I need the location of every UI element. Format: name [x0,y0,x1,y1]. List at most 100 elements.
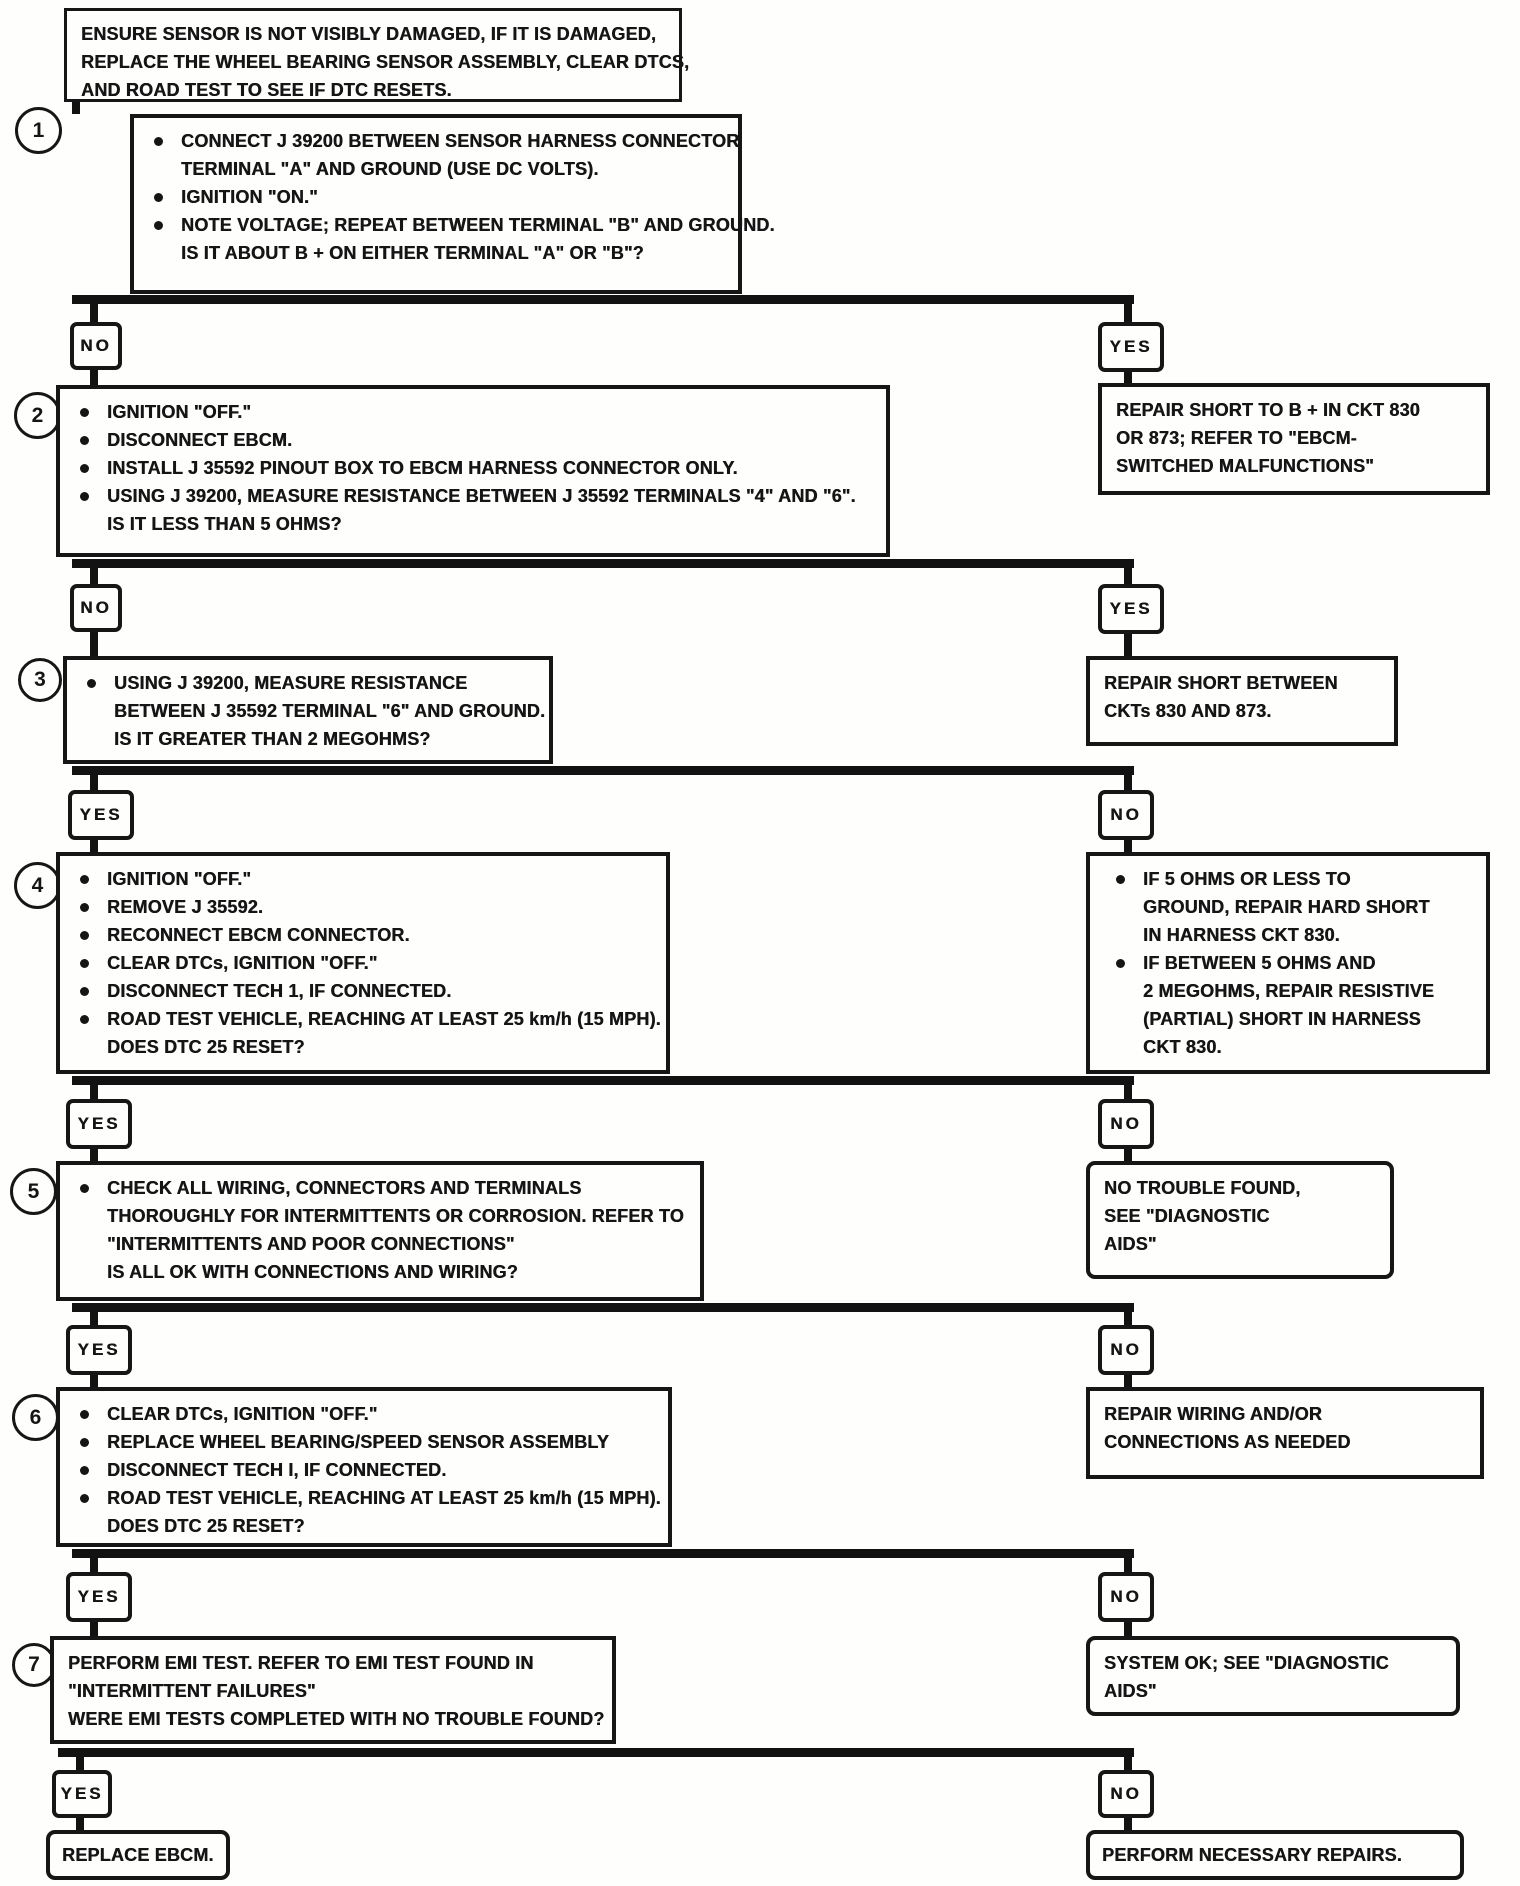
bullet-item: IGNITION "OFF." [60,398,878,426]
no-tag-6: NO [1098,1572,1154,1622]
bullet-icon [80,1438,89,1447]
bullet-icon [154,193,163,202]
branch-line-6 [72,1549,1134,1558]
text-line: IF 5 OHMS OR LESS TO [1143,869,1351,889]
text-line: (PARTIAL) SHORT IN HARNESS [1143,1009,1421,1029]
text-line: 2 MEGOHMS, REPAIR RESISTIVE [1143,981,1435,1001]
step-circle-3: 3 [18,658,62,702]
connector-line [90,1149,98,1161]
step-circle-4: 4 [14,862,61,909]
step-box-5: CHECK ALL WIRING, CONNECTORS AND TERMINA… [56,1161,704,1301]
text-line: REPAIR WIRING AND/OR [1104,1404,1322,1424]
text-line: PERFORM NECESSARY REPAIRS. [1102,1845,1402,1865]
bullet-item: CLEAR DTCs, IGNITION "OFF." [60,949,658,977]
yes-tag-3: YES [68,790,134,840]
bullet-icon [80,875,89,884]
text-line: REPLACE WHEEL BEARING/SPEED SENSOR ASSEM… [107,1432,610,1452]
connector-line [1124,559,1132,584]
connector-line [90,1085,98,1099]
bullet-icon [80,492,89,501]
connector-line [90,840,98,852]
text-line: REPAIR SHORT BETWEEN [1104,673,1338,693]
connector-line [90,1312,98,1325]
bullet-icon [80,1466,89,1475]
text-line: CLEAR DTCs, IGNITION "OFF." [107,1404,378,1424]
yes-tag-2: YES [1098,584,1164,634]
connector-line [1124,1549,1132,1572]
connector-line [90,1375,98,1387]
bullet-item: REPLACE WHEEL BEARING/SPEED SENSOR ASSEM… [60,1428,660,1456]
connector-line [1124,1748,1132,1770]
text-line: IS IT ABOUT B + ON EITHER TERMINAL "A" O… [181,243,644,263]
no-tag-3: NO [1098,790,1154,840]
no-tag-5: NO [1098,1325,1154,1375]
connector-line [1124,634,1132,656]
bullet-item: CHECK ALL WIRING, CONNECTORS AND TERMINA… [60,1174,692,1286]
step-circle-2: 2 [14,392,61,439]
connector-line [1124,766,1132,790]
step-circle-6: 6 [12,1394,59,1441]
text-item: PERFORM NECESSARY REPAIRS. [1102,1841,1402,1869]
text-line: "INTERMITTENT FAILURES" [68,1681,316,1701]
yes-tag-1: YES [1098,322,1164,372]
no-tag-2: NO [70,584,122,632]
text-line: NOTE VOLTAGE; REPEAT BETWEEN TERMINAL "B… [181,215,775,235]
bullet-item: CLEAR DTCs, IGNITION "OFF." [60,1400,660,1428]
connector-line [1124,1149,1132,1161]
step-box-2: IGNITION "OFF."DISCONNECT EBCM. INSTALL J… [56,385,890,557]
step-circle-1: 1 [15,107,62,154]
bullet-icon [154,137,163,146]
bullet-item: CONNECT J 39200 BETWEEN SENSOR HARNESS C… [134,127,740,183]
text-line: USING J 39200, MEASURE RESISTANCE BETWEE… [107,486,856,506]
text-line: AND ROAD TEST TO SEE IF DTC RESETS. [81,80,452,100]
text-line: INSTALL J 35592 PINOUT BOX TO EBCM HARNE… [107,458,738,478]
connector-line [1124,1818,1132,1830]
yes-tag-7: YES [52,1770,112,1818]
text-line: IS IT LESS THAN 5 OHMS? [107,514,342,534]
bullet-item: ROAD TEST VEHICLE, REACHING AT LEAST 25 … [60,1484,661,1540]
text-line: CONNECT J 39200 BETWEEN SENSOR HARNESS C… [181,131,740,151]
text-line: CHECK ALL WIRING, CONNECTORS AND TERMINA… [107,1178,582,1198]
no-tag-1: NO [70,322,122,370]
bullet-icon [80,1015,89,1024]
text-line: "INTERMITTENTS AND POOR CONNECTIONS" [107,1234,515,1254]
text-line: OR 873; REFER TO "EBCM- [1116,428,1357,448]
text-line: DOES DTC 25 RESET? [107,1037,305,1057]
branch-line-4 [72,1076,1134,1085]
step-box-6: CLEAR DTCs, IGNITION "OFF." REPLACE WHEEL… [56,1387,672,1547]
bullet-item: DISCONNECT EBCM. [60,426,878,454]
connector-line [90,1558,98,1572]
text-line: IS IT GREATER THAN 2 MEGOHMS? [114,729,431,749]
text-line: DOES DTC 25 RESET? [107,1516,305,1536]
text-line: TERMINAL "A" AND GROUND (USE DC VOLTS). [181,159,599,179]
step-box-4: IGNITION "OFF."REMOVE J 35592.RECONNECT … [56,852,670,1074]
text-line: BETWEEN J 35592 TERMINAL "6" AND GROUND. [114,701,546,721]
text-line: ENSURE SENSOR IS NOT VISIBLY DAMAGED, IF… [81,24,657,44]
bullet-item: RECONNECT EBCM CONNECTOR. [60,921,658,949]
connector-line [90,775,98,790]
connector-line [90,304,98,322]
text-line: REPLACE THE WHEEL BEARING SENSOR ASSEMBL… [81,52,690,72]
bullet-icon [80,436,89,445]
text-line: AIDS" [1104,1681,1157,1701]
text-item: SYSTEM OK; SEE "DIAGNOSTIC AIDS" [1104,1649,1448,1705]
bullet-icon [80,959,89,968]
branch-line-7 [58,1748,1134,1757]
result-perform-necessary-repairs: PERFORM NECESSARY REPAIRS. [1086,1830,1464,1880]
text-item: ENSURE SENSOR IS NOT VISIBLY DAMAGED, IF… [81,20,690,104]
bullet-icon [154,221,163,230]
no-tag-4: NO [1098,1099,1154,1149]
text-line: SYSTEM OK; SEE "DIAGNOSTIC [1104,1653,1389,1673]
bullet-icon [80,464,89,473]
connector-line [90,370,98,385]
